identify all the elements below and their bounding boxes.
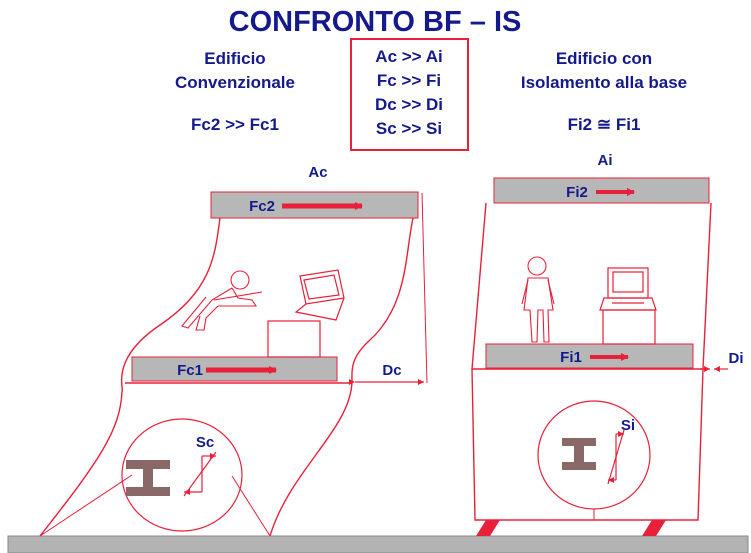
isolator-right — [642, 520, 666, 536]
conventional-top-floor-label: Fc2 — [249, 198, 275, 215]
isolated-accel-label: Ai — [598, 152, 613, 169]
standing-person-icon — [521, 256, 555, 343]
left-relation: Fc2 >> Fc1 — [191, 115, 279, 134]
isolated-top-floor-label: Fi2 — [566, 184, 588, 201]
conventional-strain-label: Sc — [196, 434, 214, 451]
center-box-line-3: Dc >> Di — [375, 95, 443, 114]
isolated-drift-label: Di — [729, 350, 744, 367]
center-box-line-1: Ac >> Ai — [375, 47, 442, 66]
isolated-magnifier: Si — [537, 400, 651, 520]
conventional-ibeam-icon — [126, 460, 170, 496]
ground-slab — [7, 535, 749, 553]
isolated-building — [471, 202, 712, 521]
conventional-strain-diagram — [183, 451, 217, 497]
conventional-accel-label: Ac — [308, 164, 327, 181]
conventional-box — [267, 320, 321, 358]
conventional-magnifier: Sc — [121, 418, 243, 532]
isolated-bottom-floor — [485, 343, 694, 369]
right-relation: Fi2 ≅ Fi1 — [568, 115, 641, 134]
right-header-line2: Isolamento alla base — [521, 73, 687, 92]
right-header-line1: Edificio con — [556, 49, 652, 68]
center-comparison-box — [350, 38, 469, 151]
conventional-building — [39, 192, 428, 537]
left-header-line1: Edificio — [204, 49, 265, 68]
diagram-title: CONFRONTO BF – IS — [229, 6, 522, 38]
conventional-drift-label: Dc — [382, 362, 401, 379]
conventional-bottom-floor-label: Fc1 — [177, 362, 203, 379]
laptop-icon — [294, 269, 345, 321]
isolators — [476, 520, 666, 536]
center-box-line-2: Fc >> Fi — [377, 71, 441, 90]
left-header-line2: Convenzionale — [175, 73, 295, 92]
isolated-strain-diagram — [607, 429, 625, 485]
control-console-icon — [599, 267, 657, 345]
isolated-ibeam-icon — [562, 438, 596, 470]
center-box-line-4: Sc >> Si — [376, 119, 442, 138]
isolated-bottom-floor-label: Fi1 — [560, 349, 582, 366]
isolated-strain-label: Si — [621, 417, 635, 434]
conventional-bottom-floor — [131, 356, 338, 382]
falling-person-icon — [181, 270, 263, 331]
isolator-left — [476, 520, 500, 536]
